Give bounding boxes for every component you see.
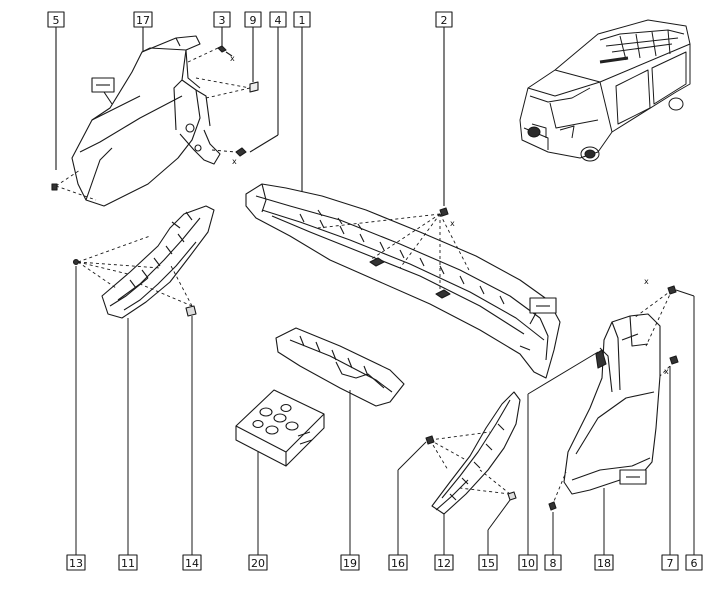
main-bumper-1	[245, 183, 561, 379]
fastener-kit-box-20	[235, 389, 325, 467]
svg-text:x: x	[232, 157, 237, 166]
svg-text:17: 17	[136, 14, 150, 27]
callout-20[interactable]: 20	[248, 554, 268, 571]
callout-15[interactable]: 15	[478, 554, 498, 571]
svg-text:19: 19	[343, 557, 357, 570]
label-tag-right	[529, 297, 557, 325]
van-illustration	[519, 19, 691, 162]
screw-7: x	[664, 355, 679, 376]
svg-text:7: 7	[667, 557, 674, 570]
callout-6[interactable]: 6	[685, 554, 703, 571]
svg-text:10: 10	[521, 557, 535, 570]
leader-dashes-bracket-right	[429, 431, 511, 495]
svg-text:x: x	[450, 219, 455, 228]
svg-text:11: 11	[121, 557, 135, 570]
callout-7[interactable]: 7	[661, 554, 679, 571]
svg-text:18: 18	[597, 557, 611, 570]
label-tag-left	[91, 77, 115, 105]
callout-1[interactable]: 1	[293, 11, 311, 195]
screw-3: x	[217, 45, 235, 63]
leader-dashes-bumper	[317, 213, 471, 290]
left-bracket-11	[101, 205, 215, 319]
callout-19[interactable]: 19	[340, 554, 360, 571]
clip-16	[425, 435, 435, 445]
svg-text:9: 9	[250, 14, 257, 27]
screw-5	[51, 183, 58, 191]
svg-text:2: 2	[441, 14, 448, 27]
callout-2[interactable]: 2	[435, 11, 453, 206]
clip-13	[72, 258, 80, 266]
callout-9[interactable]: 9	[244, 11, 262, 82]
right-bumper-end-18	[563, 313, 661, 495]
clip-9	[249, 81, 259, 93]
screw-8	[548, 501, 557, 511]
nut-15	[507, 491, 517, 501]
label-tag-18	[619, 469, 647, 485]
svg-text:x: x	[644, 277, 649, 286]
leader-dashes-right-end	[551, 289, 675, 507]
callout-18[interactable]: 18	[594, 554, 614, 571]
svg-text:x: x	[664, 367, 669, 376]
callout-11[interactable]: 11	[118, 554, 138, 571]
callout-8[interactable]: 8	[544, 554, 562, 571]
leader-dashes-bracket-left	[77, 235, 193, 307]
svg-text:12: 12	[437, 557, 451, 570]
svg-text:5: 5	[53, 14, 60, 27]
callout-12[interactable]: 12	[434, 554, 454, 571]
screw-4: x	[232, 147, 247, 166]
nut-14	[185, 305, 197, 317]
step-plate-19	[275, 327, 405, 407]
svg-text:6: 6	[691, 557, 698, 570]
callout-5[interactable]: 5	[47, 11, 65, 170]
right-bracket-12	[431, 391, 521, 515]
svg-text:8: 8	[550, 557, 557, 570]
svg-text:15: 15	[481, 557, 495, 570]
svg-text:20: 20	[251, 557, 265, 570]
svg-text:4: 4	[275, 14, 282, 27]
left-bumper-end-17	[71, 35, 221, 207]
svg-text:1: 1	[299, 14, 306, 27]
callout-4[interactable]: 4	[249, 11, 287, 153]
bottom-leaders	[75, 266, 695, 555]
callout-10[interactable]: 10	[518, 554, 538, 571]
screw-2: x	[439, 207, 455, 228]
callout-14[interactable]: 14	[182, 554, 202, 571]
callout-3[interactable]: 3	[213, 11, 231, 46]
svg-text:3: 3	[219, 14, 226, 27]
leader-dashes-left	[55, 47, 251, 201]
callout-16[interactable]: 16	[388, 554, 408, 571]
svg-text:16: 16	[391, 557, 405, 570]
callout-17[interactable]: 17	[133, 11, 153, 58]
screw-6: x	[644, 277, 677, 295]
svg-text:x: x	[230, 54, 235, 63]
callout-13[interactable]: 13	[66, 554, 86, 571]
svg-text:14: 14	[185, 557, 199, 570]
svg-text:13: 13	[69, 557, 83, 570]
